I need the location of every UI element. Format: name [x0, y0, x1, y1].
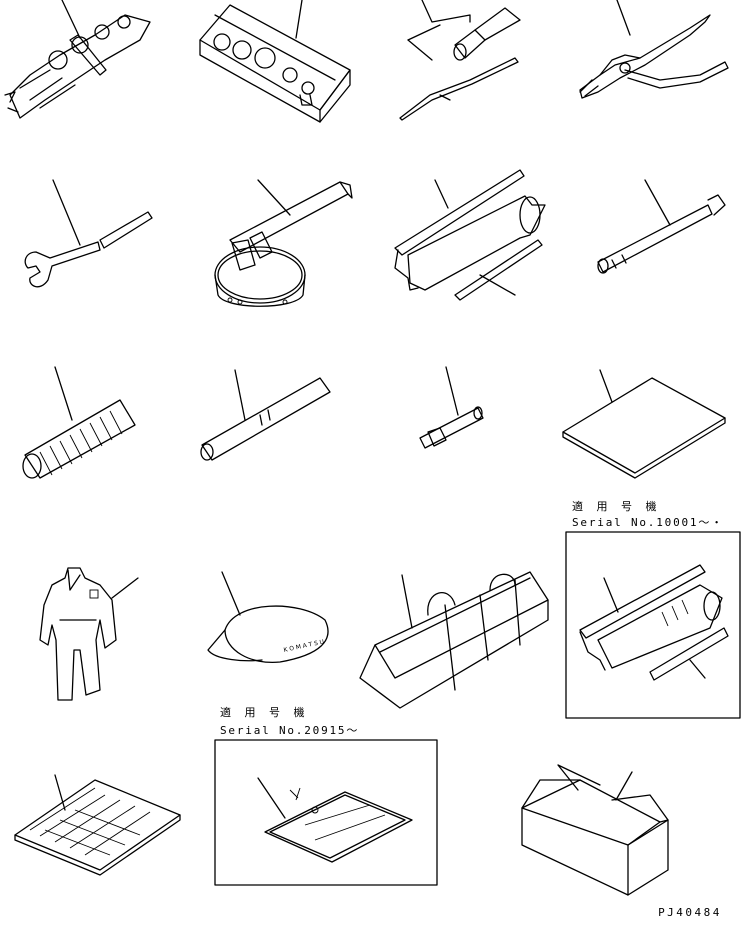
note2-frame — [214, 739, 438, 886]
item-spring — [22, 366, 136, 479]
cap-print: K O M A T S U — [283, 639, 325, 654]
item-grease-nozzle — [597, 179, 726, 274]
item-coveralls — [39, 567, 139, 701]
note2-title: 適 用 号 機 — [220, 705, 310, 719]
item-parts-book — [14, 774, 181, 876]
item-manual — [562, 369, 726, 479]
note1-frame — [565, 531, 741, 719]
item-pliers — [579, 0, 729, 99]
item-plate — [257, 777, 413, 863]
item-socket-set — [199, 0, 351, 123]
note2-serial: Serial No.20915～ — [220, 724, 359, 737]
item-pipe — [200, 369, 331, 461]
item-screwdriver — [399, 0, 521, 121]
item-filter-wrench — [214, 179, 353, 307]
drawing-code: PJ40484 — [658, 906, 722, 919]
item-grease-gun — [394, 169, 546, 301]
item-adapter — [419, 366, 484, 449]
item-wrench — [24, 179, 153, 288]
item-carton-box — [521, 764, 669, 896]
note1-title: 適 用 号 機 — [572, 499, 662, 513]
item-wrench-set — [4, 0, 151, 119]
item-grease-gun-boxed — [579, 564, 729, 681]
item-cap: K O M A T S U — [207, 571, 329, 664]
item-tool-bag — [359, 571, 549, 709]
note1-serial: Serial No.10001～・ — [572, 516, 724, 529]
